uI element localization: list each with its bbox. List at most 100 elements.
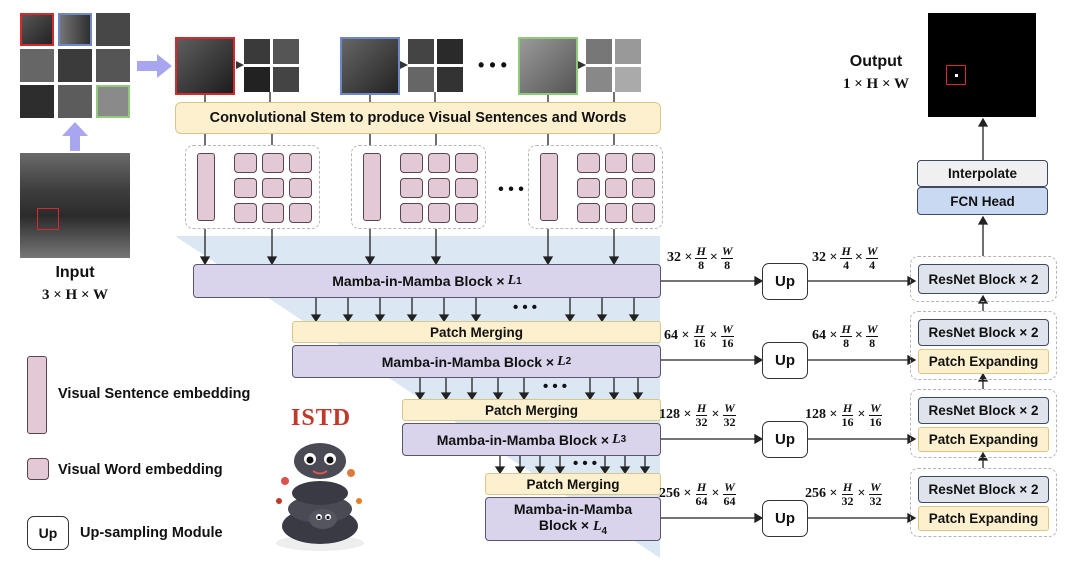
input-title: Input: [55, 264, 95, 281]
istd-logo: ISTD: [265, 405, 375, 553]
sentence-embedding: [540, 153, 558, 221]
patch-expanding-4: Patch Expanding: [918, 506, 1049, 531]
arrow-sub-1: [236, 61, 244, 69]
output-target-box: [946, 65, 966, 85]
up-module-1: Up: [762, 263, 808, 300]
mamba-block-4: Mamba-in-Mamba Block × L4: [485, 497, 661, 541]
output-image: [928, 13, 1036, 117]
embedding-group-1: [185, 145, 320, 229]
legend-sentence-text: Visual Sentence embedding: [58, 386, 251, 402]
legend-up-key: Up: [27, 516, 69, 550]
embedding-group-2: [351, 145, 486, 229]
dim-channels: 128 ×: [805, 407, 838, 422]
input-image: [20, 153, 130, 258]
conv-stem: Convolutional Stem to produce Visual Sen…: [175, 102, 661, 134]
output-target-dot: [955, 74, 958, 77]
resnet-block-2: ResNet Block × 2: [918, 319, 1049, 346]
stage-ellipsis-3: • • •: [572, 454, 598, 472]
mosaic-to-patches-arrow: [137, 54, 172, 78]
dim-channels: 256 ×: [659, 486, 692, 501]
mamba-block-1-idx: 1: [516, 275, 522, 287]
patch-blue: [340, 37, 400, 95]
sentence-embedding: [363, 153, 381, 221]
fcn-head: FCN Head: [917, 187, 1048, 215]
mamba-block-1-L: L: [507, 273, 517, 288]
mamba-block-4-idx: 4: [601, 525, 608, 537]
patch-merging-4: Patch Merging: [485, 473, 661, 495]
mamba-block-4-label: Block ×: [538, 517, 593, 534]
output-shape: 1 × H × W: [843, 75, 909, 92]
patch-ellipsis: • • •: [478, 54, 507, 75]
legend-word-text: Visual Word embedding: [58, 462, 223, 478]
patch-expanding-2: Patch Expanding: [918, 349, 1049, 374]
legend-sentence-swatch: [27, 356, 47, 434]
legend-word-swatch: [27, 458, 49, 480]
subpatch-grid-2: [408, 39, 463, 92]
input-shape: 3 × H × W: [42, 286, 108, 303]
sentence-embedding: [197, 153, 215, 221]
dim-channels: 64 ×: [812, 328, 838, 343]
mamba-block-1-label: Mamba-in-Mamba Block ×: [332, 273, 505, 289]
mamba-block-3-L: L: [612, 431, 621, 447]
embedding-group-3: [528, 145, 663, 229]
mamba-block-3-label: Mamba-in-Mamba Block ×: [436, 431, 610, 448]
output-title: Output: [849, 53, 903, 70]
mamba-block-2-label: Mamba-in-Mamba Block ×: [381, 353, 555, 370]
dim-channels: 64 ×: [664, 328, 690, 343]
resnet-block-1: ResNet Block × 2: [918, 264, 1049, 294]
word-grid: [234, 153, 312, 223]
subpatch-grid-3: [586, 39, 641, 92]
decoder-group-2: ResNet Block × 2 Patch Expanding: [910, 311, 1057, 380]
word-grid: [400, 153, 478, 223]
mamba-block-4-L: L: [592, 519, 602, 535]
input-mosaic: [20, 13, 130, 118]
up-module-3: Up: [762, 421, 808, 458]
mamba-block-2-idx: 2: [565, 356, 572, 367]
patch-merging-3: Patch Merging: [402, 399, 661, 421]
stage-ellipsis-2: • • •: [542, 377, 568, 395]
decoder-group-4: ResNet Block × 2 Patch Expanding: [910, 468, 1057, 537]
stage-ellipsis-1: • • •: [512, 298, 538, 316]
word-grid: [577, 153, 655, 223]
dim-channels: 32 ×: [812, 250, 838, 265]
decoder-group-3: ResNet Block × 2 Patch Expanding: [910, 389, 1057, 458]
mamba-block-2-L: L: [557, 353, 566, 369]
arrow-sub-3: [578, 61, 586, 69]
interpolate: Interpolate: [917, 160, 1048, 187]
logo-title: ISTD: [291, 405, 352, 431]
dim-channels: 32 ×: [667, 250, 693, 265]
target-box: [37, 208, 59, 230]
resnet-block-3: ResNet Block × 2: [918, 397, 1049, 424]
resnet-block-4: ResNet Block × 2: [918, 476, 1049, 503]
up-module-4: Up: [762, 500, 808, 537]
patch-green: [518, 37, 578, 95]
legend-up-text: Up-sampling Module: [80, 525, 223, 541]
up-module-2: Up: [762, 342, 808, 379]
decoder-group-1: ResNet Block × 2: [910, 256, 1057, 302]
